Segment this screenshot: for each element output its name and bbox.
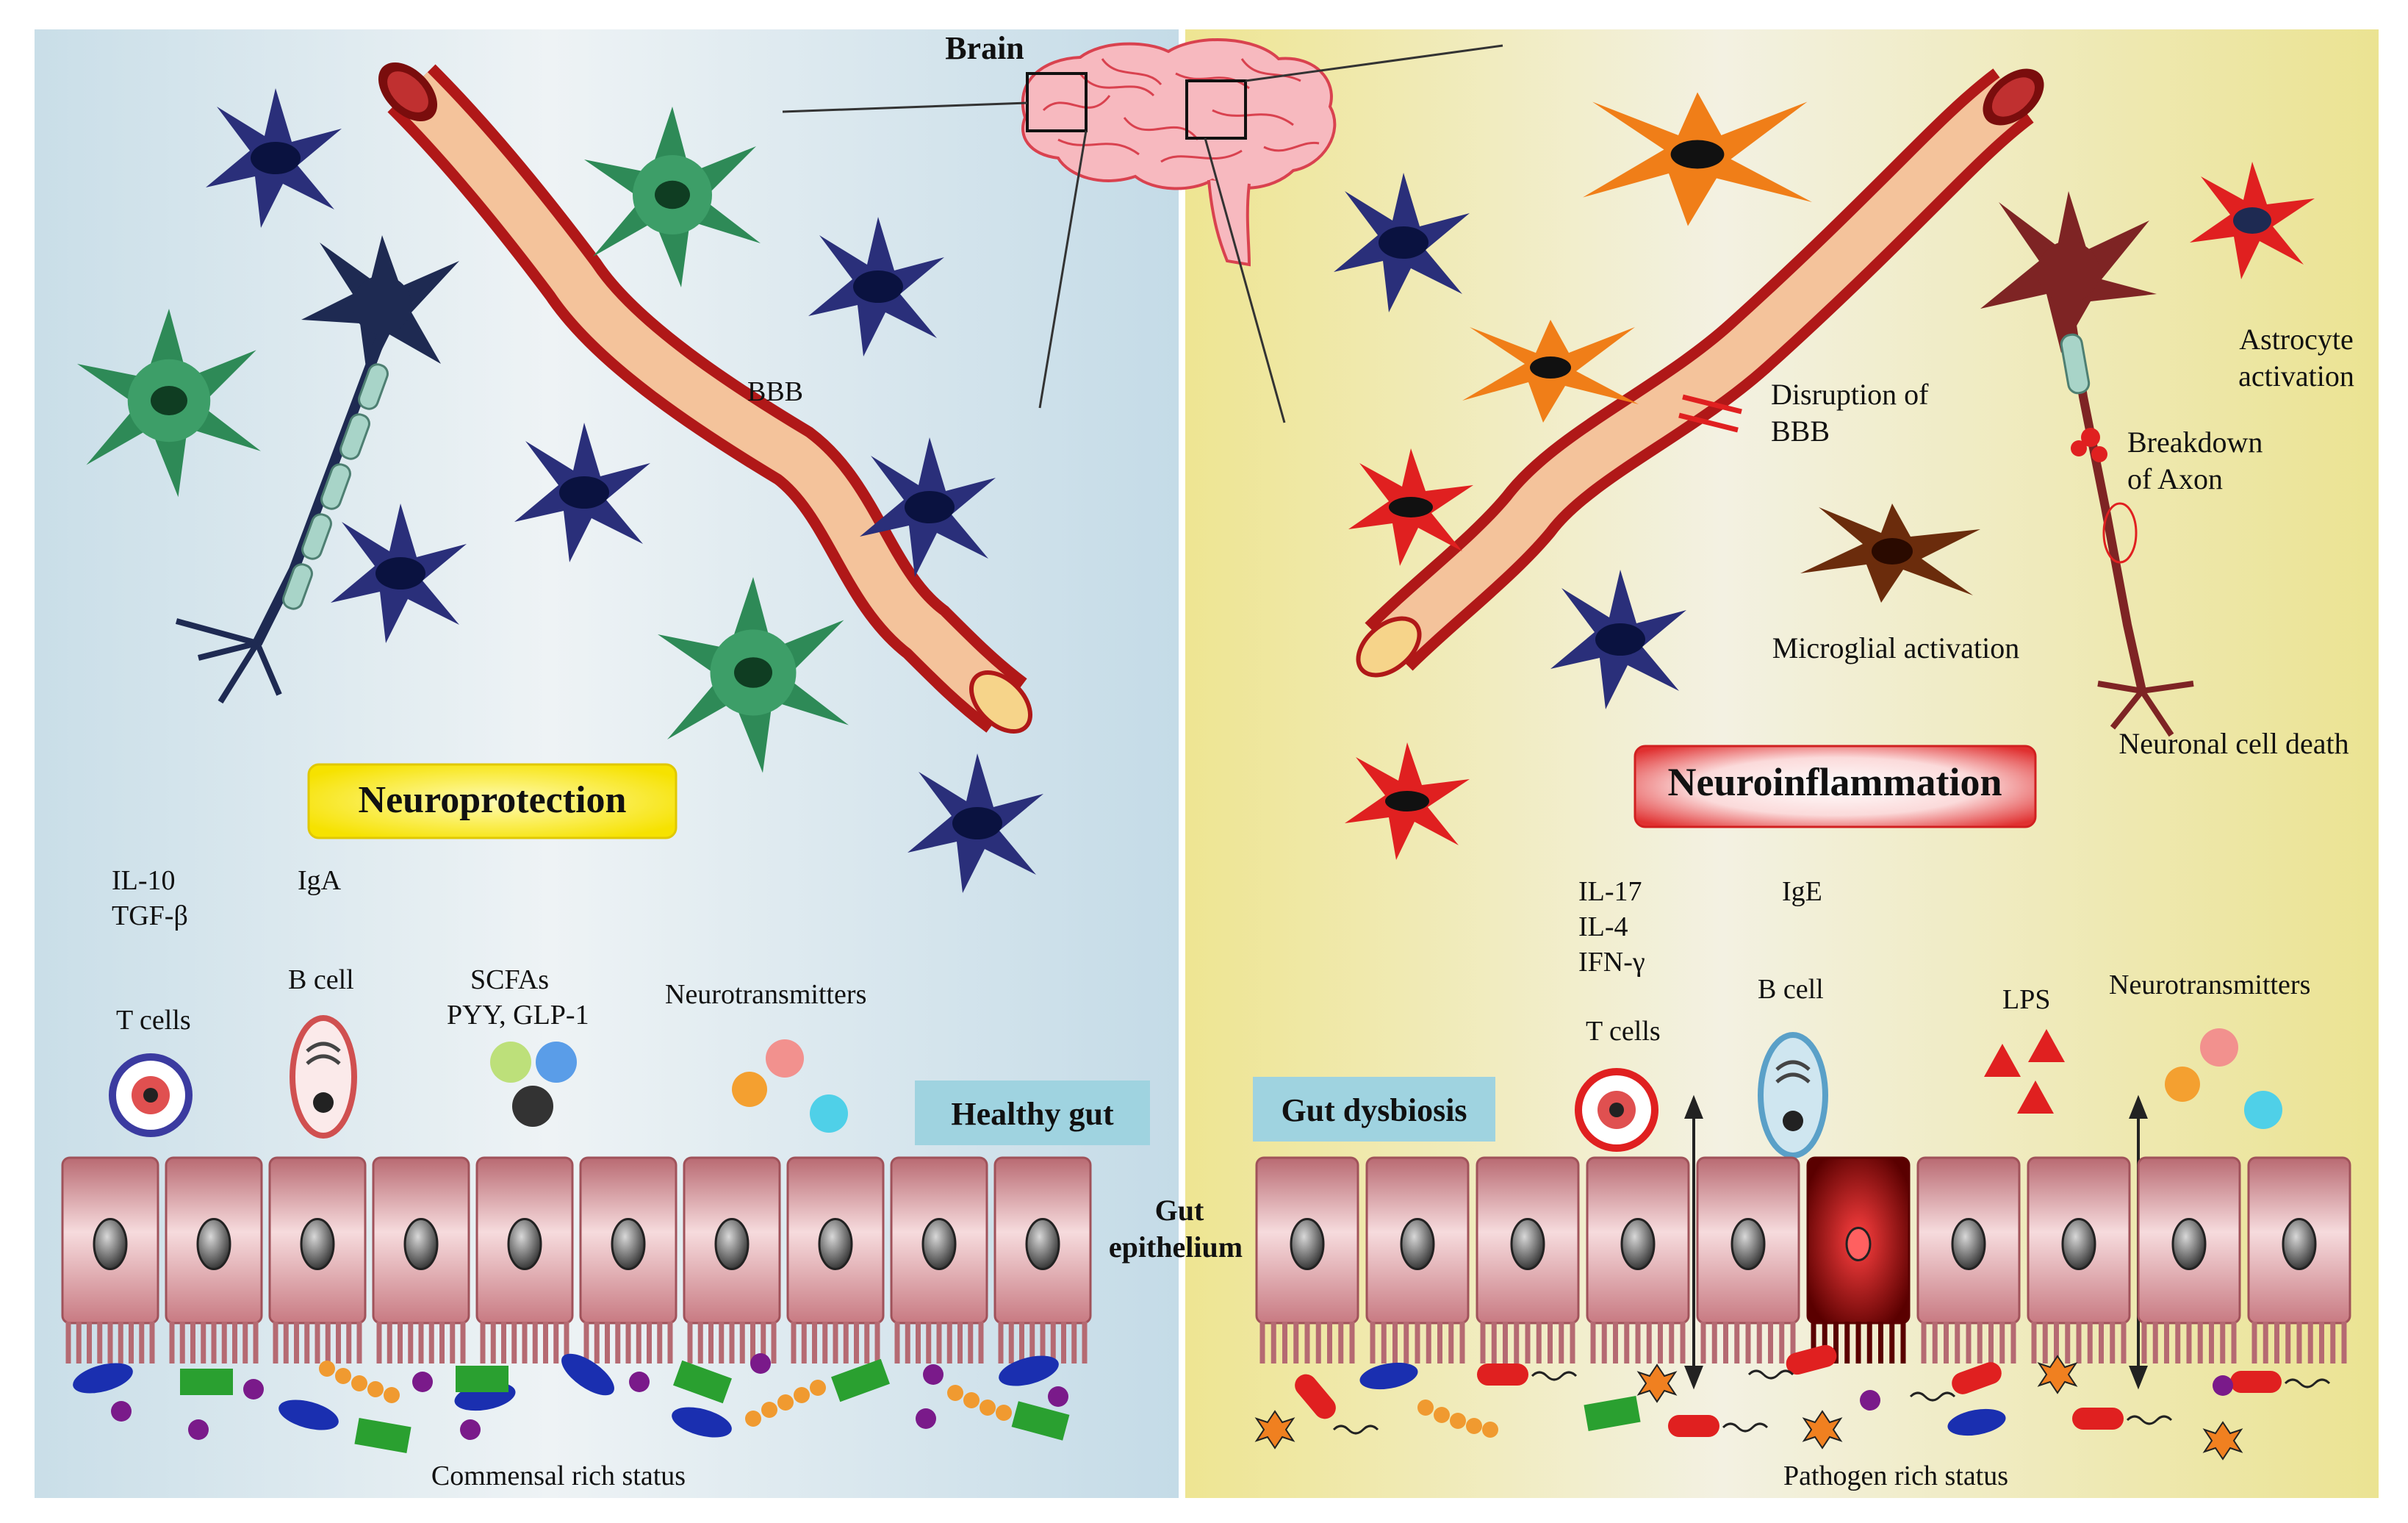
t-cell-icon-activated xyxy=(1575,1068,1658,1152)
red-astrocyte xyxy=(1348,448,1473,566)
epithelial-cell xyxy=(683,1156,781,1363)
cytokine-tgfb: TGF-β xyxy=(112,900,188,931)
epithelium-label: epithelium xyxy=(1109,1230,1243,1264)
healthy-gut-box xyxy=(915,1081,1150,1145)
blood-vessel-healthy xyxy=(378,62,1033,734)
blue-glial-cell xyxy=(514,423,650,562)
scfa-label: SCFAs xyxy=(470,964,549,995)
antibody-iga: IgA xyxy=(298,865,342,896)
neurotransmitters-label-left: Neurotransmitters xyxy=(665,979,866,1010)
gut-dysbiosis-box xyxy=(1253,1077,1495,1142)
axon-breakdown-label-1: Breakdown xyxy=(2127,426,2263,459)
neurotransmitter-molecules-right xyxy=(2165,1028,2282,1129)
epithelial-cell xyxy=(268,1156,367,1363)
axon-breakdown-label-2: of Axon xyxy=(2127,462,2223,495)
red-astrocyte xyxy=(1345,742,1470,860)
cytokine-il4: IL-4 xyxy=(1578,911,1628,942)
degenerating-neuron xyxy=(1980,191,2194,737)
red-astrocyte xyxy=(2190,162,2315,279)
gut-label: Gut xyxy=(1155,1194,1204,1227)
brain-zoom-box-left xyxy=(1026,72,1088,132)
epithelial-cell xyxy=(2137,1156,2241,1363)
myelinated-neuron xyxy=(175,235,459,704)
bbb-label-left: BBB xyxy=(747,376,803,407)
gut-epithelium-leaky xyxy=(1255,1156,2351,1363)
neuron-cells-left xyxy=(77,88,1043,893)
blue-glial-cell xyxy=(1334,173,1470,312)
astrocyte-activation-label-1: Astrocyte xyxy=(2239,323,2354,356)
epithelial-cell xyxy=(579,1156,678,1363)
bbb-break-mark xyxy=(1682,394,1742,415)
epithelial-cell xyxy=(1586,1156,1690,1363)
pathogenic-microbiota xyxy=(1254,1344,2331,1461)
blood-vessel-disrupted xyxy=(1356,68,2044,678)
brain-zoom-box-right xyxy=(1185,79,1247,140)
antibody-ige: IgE xyxy=(1782,876,1822,907)
cytokine-ifng: IFN-γ xyxy=(1578,947,1645,978)
t-cells-label-right: T cells xyxy=(1586,1016,1661,1047)
damaged-epithelial-cell xyxy=(1806,1156,1911,1363)
blue-glial-cell xyxy=(808,217,944,356)
blue-glial-cell xyxy=(908,753,1043,893)
neuroprotection-box xyxy=(307,763,678,839)
t-cell-icon xyxy=(109,1053,193,1137)
brain-icon xyxy=(782,37,1503,423)
blue-glial-cell xyxy=(331,504,467,643)
orange-microglia xyxy=(1583,92,1812,226)
neuroinflammation-box xyxy=(1634,745,2037,828)
epithelial-cell xyxy=(1255,1156,1359,1363)
blue-glial-cell xyxy=(860,437,996,577)
t-cells-label-left: T cells xyxy=(116,1005,191,1036)
microglial-activation-label: Microglial activation xyxy=(1772,631,2020,664)
epithelial-cell xyxy=(372,1156,470,1363)
epithelial-cell xyxy=(1916,1156,2021,1363)
commensal-microbiota xyxy=(73,1353,1070,1453)
epithelial-cell xyxy=(1365,1156,1470,1363)
brain-label: Brain xyxy=(945,30,1024,66)
lps-label: LPS xyxy=(2002,984,2050,1015)
neuroprotection-label: Neuroprotection xyxy=(359,779,627,821)
pyy-glp1-label: PYY, GLP-1 xyxy=(447,1000,589,1031)
b-cell-icon xyxy=(290,1015,357,1139)
astrocyte-activation-label-2: activation xyxy=(2238,359,2354,393)
green-glial-cell xyxy=(658,577,849,773)
gut-dysbiosis-label: Gut dysbiosis xyxy=(1281,1092,1467,1128)
epithelial-cell xyxy=(475,1156,574,1363)
epithelial-cell xyxy=(1696,1156,1800,1363)
pathogen-status-label: Pathogen rich status xyxy=(1783,1461,2008,1491)
green-glial-cell xyxy=(584,107,761,287)
neuronal-death-label: Neuronal cell death xyxy=(2118,727,2348,760)
epithelial-cell xyxy=(2247,1156,2351,1363)
blue-glial-cell xyxy=(1550,570,1686,709)
healthy-gut-label: Healthy gut xyxy=(951,1096,1114,1132)
gut-epithelium-healthy xyxy=(61,1156,1092,1363)
activated-cells-right xyxy=(1334,92,2315,860)
epithelial-cell xyxy=(2027,1156,2131,1363)
epithelial-cell xyxy=(165,1156,263,1363)
neuroinflammation-label: Neuroinflammation xyxy=(1668,760,2002,804)
b-cell-label-left: B cell xyxy=(288,964,354,995)
epithelial-cell xyxy=(786,1156,885,1363)
epithelial-cell xyxy=(993,1156,1092,1363)
bbb-disruption-label-2: BBB xyxy=(1771,415,1830,448)
lps-triangles-icon xyxy=(1984,1029,2065,1114)
b-cell-icon-activated xyxy=(1758,1032,1828,1158)
commensal-status-label: Commensal rich status xyxy=(431,1461,686,1491)
scfa-molecules-icon xyxy=(490,1042,577,1127)
epithelial-cell xyxy=(890,1156,988,1363)
cytokine-il10: IL-10 xyxy=(112,865,176,896)
b-cell-label-right: B cell xyxy=(1758,974,1824,1005)
epithelial-cell xyxy=(1476,1156,1580,1363)
neurotransmitter-molecules-left xyxy=(732,1039,848,1133)
green-glial-cell xyxy=(77,309,261,498)
cytokine-il17: IL-17 xyxy=(1578,876,1642,907)
orange-microglia xyxy=(1462,320,1639,423)
bbb-disruption-label-1: Disruption of xyxy=(1771,378,1929,411)
brown-microglia xyxy=(1800,504,1980,603)
epithelial-cell xyxy=(61,1156,159,1363)
neurotransmitters-label-right: Neurotransmitters xyxy=(2109,970,2310,1000)
blue-glial-cell xyxy=(206,88,342,228)
